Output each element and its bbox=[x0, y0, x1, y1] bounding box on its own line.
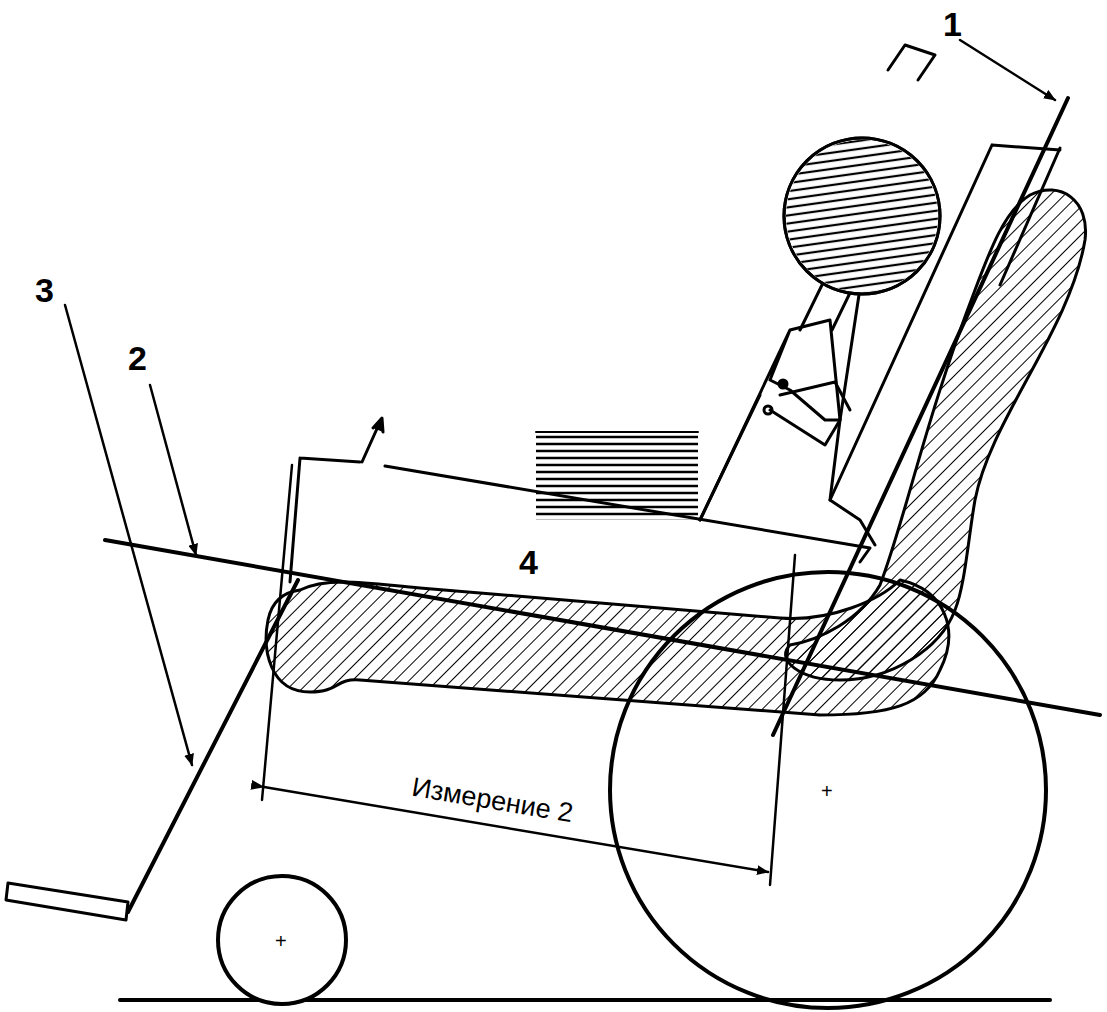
callout-number: 1 bbox=[943, 7, 962, 41]
callout-number: 2 bbox=[128, 341, 147, 375]
svg-text:+: + bbox=[275, 930, 287, 952]
svg-text:+: + bbox=[821, 780, 833, 802]
load-box: 4 bbox=[511, 540, 546, 584]
callout-number: 3 bbox=[35, 273, 54, 307]
callout-number: 4 bbox=[519, 545, 538, 579]
dimension-label: Измерение 2 bbox=[410, 774, 575, 828]
